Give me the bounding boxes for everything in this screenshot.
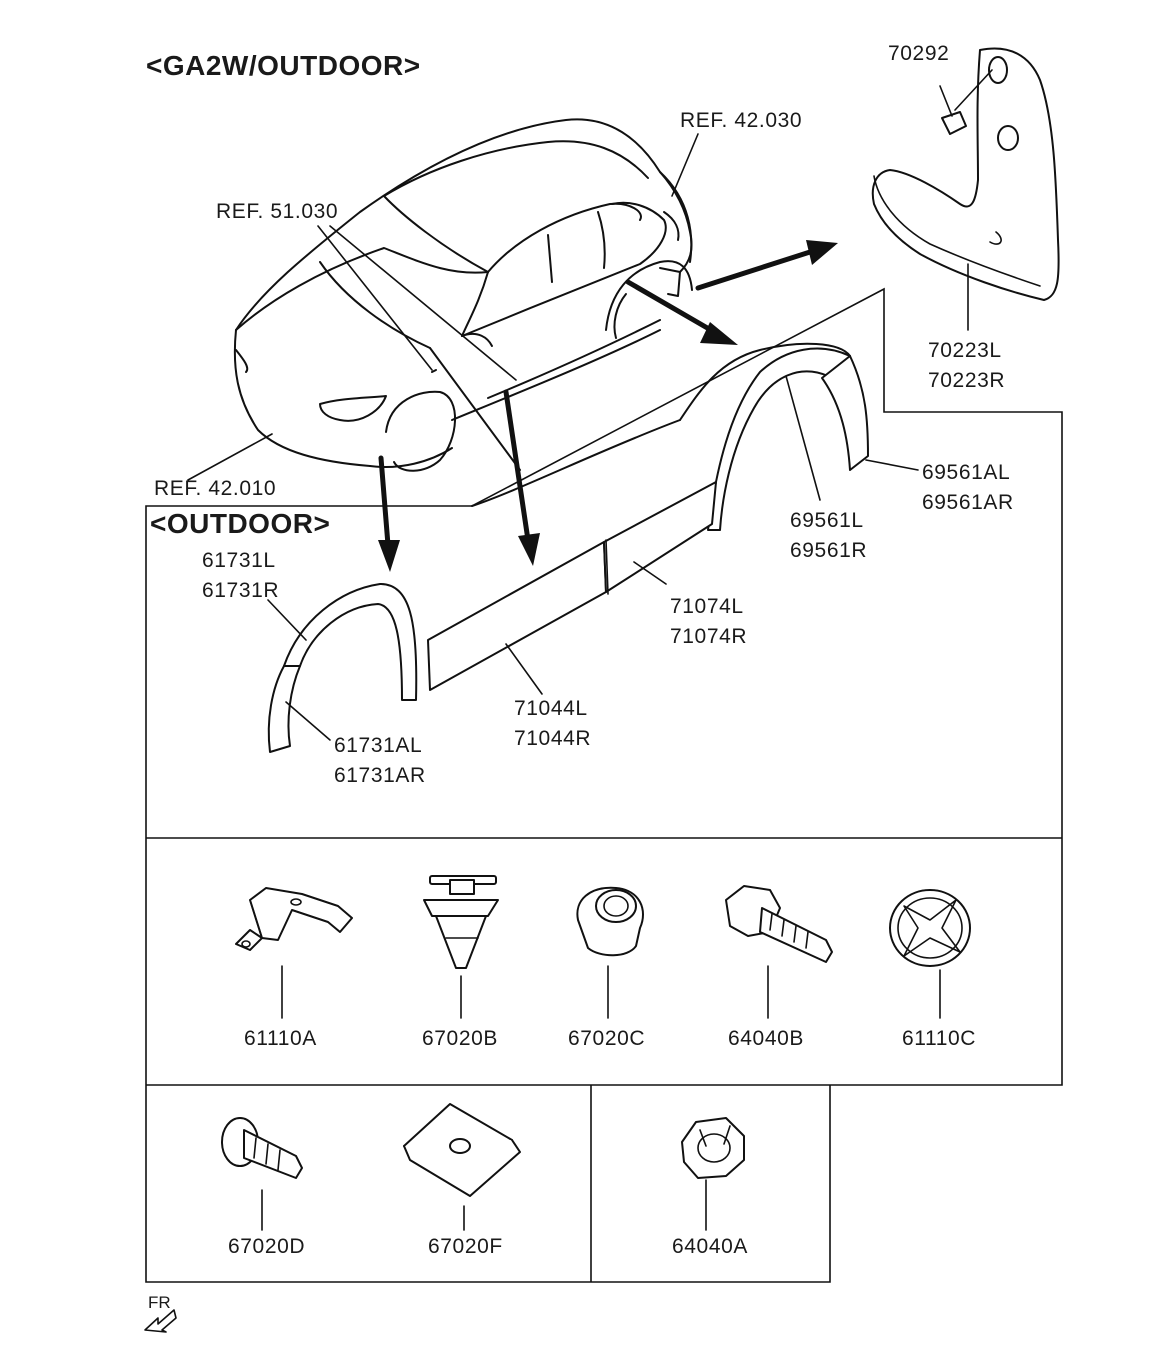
- label-71074L: 71074L: [670, 595, 744, 618]
- diagram-title: <GA2W/OUTDOOR>: [146, 50, 421, 81]
- label-61731AR: 61731AR: [334, 764, 426, 787]
- door-moldings: [427, 481, 717, 691]
- label-64040B: 64040B: [728, 1027, 804, 1050]
- fastener-67020F-nut-clip: [403, 1103, 521, 1231]
- outdoor-section-title: <OUTDOOR>: [150, 508, 330, 539]
- fastener-67020C-grommet: [576, 886, 644, 1019]
- label-61731AL: 61731AL: [334, 734, 422, 757]
- label-69561AR: 69561AR: [922, 491, 1014, 514]
- rear-arch-molding-69561: [707, 347, 869, 531]
- outdoor-frame: [145, 287, 1063, 1283]
- label-69561L: 69561L: [790, 509, 864, 532]
- fr-arrow-icon: [144, 1309, 177, 1333]
- label-61110C: 61110C: [902, 1027, 976, 1050]
- fastener-64040A-nut: [681, 1117, 745, 1231]
- label-ref-51030: REF. 51.030: [216, 200, 338, 223]
- fastener-67020B-clip: [423, 875, 499, 1019]
- label-70292: 70292: [888, 42, 949, 65]
- label-61731L: 61731L: [202, 549, 276, 572]
- label-70223R: 70223R: [928, 369, 1005, 392]
- label-64040A: 64040A: [672, 1235, 748, 1258]
- label-67020C: 67020C: [568, 1027, 645, 1050]
- front-arch-molding-61731: [267, 583, 418, 753]
- label-ref-42030: REF. 42.030: [680, 109, 802, 132]
- label-ref-42010: REF. 42.010: [154, 477, 276, 500]
- label-61731R: 61731R: [202, 579, 279, 602]
- label-67020F: 67020F: [428, 1235, 503, 1258]
- label-71044R: 71044R: [514, 727, 591, 750]
- label-67020B: 67020B: [422, 1027, 498, 1050]
- label-71074R: 71074R: [670, 625, 747, 648]
- label-69561AL: 69561AL: [922, 461, 1010, 484]
- label-69561R: 69561R: [790, 539, 867, 562]
- fastener-61110A-bracket: [235, 887, 353, 1019]
- pointer-arrows: [378, 240, 838, 572]
- leader-lines: [187, 85, 969, 741]
- side-panel-outline: [471, 342, 851, 507]
- fastener-64040B-bolt: [725, 885, 833, 1019]
- label-71044L: 71044L: [514, 697, 588, 720]
- front-direction-label: FR: [148, 1293, 171, 1312]
- label-70223L: 70223L: [928, 339, 1002, 362]
- label-67020D: 67020D: [228, 1235, 305, 1258]
- vehicle-illustration: [233, 118, 693, 472]
- fastener-61110C-clip: [889, 889, 971, 1019]
- fastener-67020D-screw: [221, 1117, 303, 1231]
- mudflap-70223: [871, 47, 1060, 301]
- label-61110A: 61110A: [244, 1027, 317, 1050]
